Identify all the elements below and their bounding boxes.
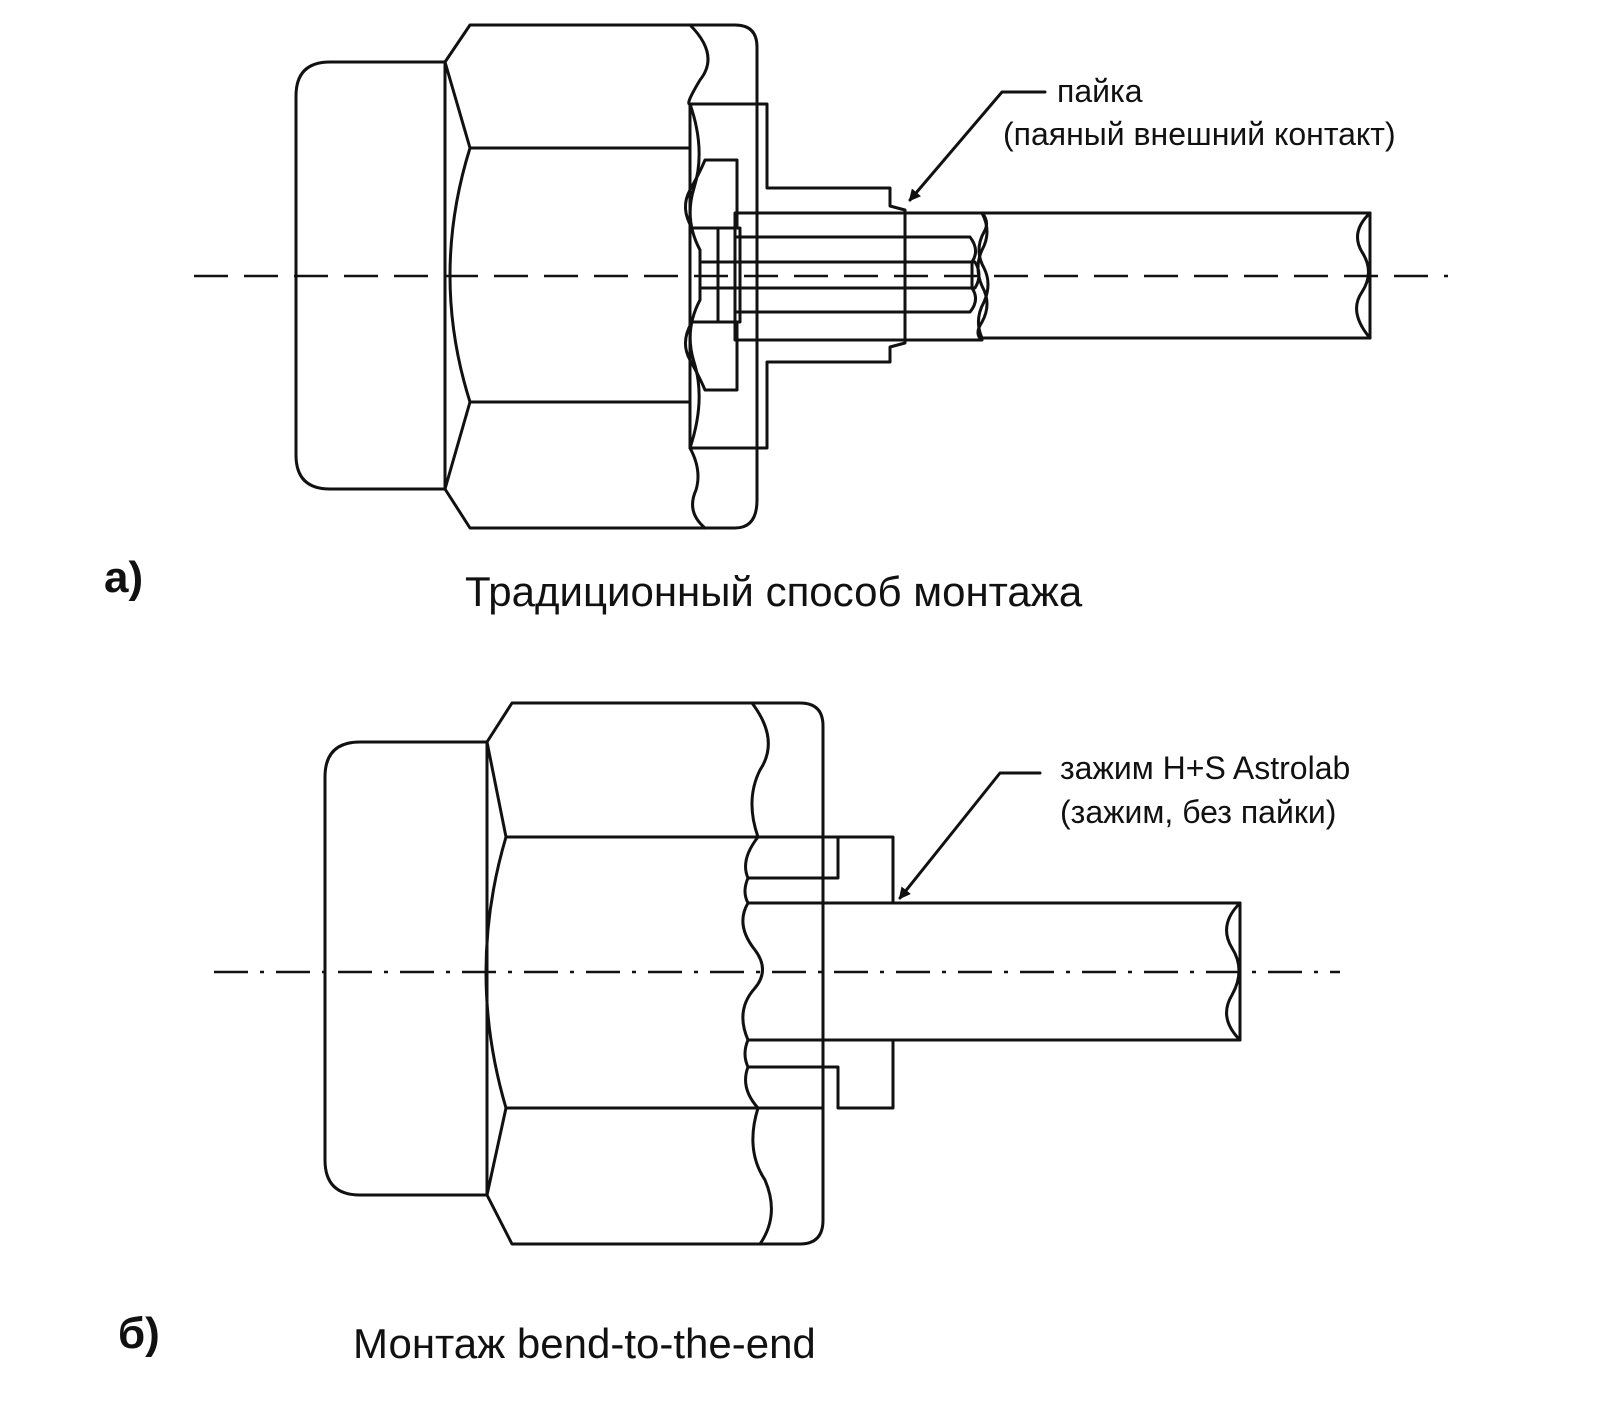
nut-a-hex-bottom-edge (443, 400, 472, 491)
ferrule-a-bottom (684, 320, 739, 392)
figure-b-bend-to-the-end-mounting: зажим H+S Astrolab (зажим, без пайки) б)… (118, 701, 1350, 1367)
ferrule-b-top (744, 835, 825, 880)
clamp-b-housing-lower (743, 1038, 895, 1110)
nut-a-hex-top-edge (443, 60, 472, 150)
figure-a-tag: а) (104, 553, 143, 602)
nut-b-hex-top-edge (485, 740, 508, 839)
nut-b-hex-bottom-edge (485, 1106, 508, 1197)
center-pin-a (698, 260, 981, 290)
nut-b-end-cap (323, 740, 489, 1197)
cable-a-break (1355, 211, 1372, 340)
nut-b-break-line (750, 701, 770, 839)
clamp-b-housing (743, 835, 895, 905)
figure-b-caption: Монтаж bend-to-the-end (353, 1320, 816, 1367)
figure-a-traditional-mounting: пайка (паяный внешний контакт) а) Традиц… (104, 23, 1448, 615)
figure-a-caption: Традиционный способ монтажа (465, 568, 1083, 615)
callout-b-line2: (зажим, без пайки) (1060, 794, 1336, 830)
callout-a-line1: пайка (1057, 73, 1143, 109)
callout-b-leader (898, 771, 1042, 900)
cable-a-outer (977, 211, 1372, 340)
ferrule-a-top (684, 158, 739, 230)
nut-b-break-line-lower (751, 1106, 773, 1246)
clamp-b-housing-top-collar (821, 835, 840, 880)
cable-a-inner-sleeve (733, 235, 977, 314)
cable-b-outer (741, 901, 1242, 1042)
nut-a-hex-body (443, 23, 759, 530)
callout-a-leader (908, 90, 1047, 202)
nut-b-hex-body (485, 701, 825, 1246)
figure-b-tag: б) (118, 1309, 160, 1358)
callout-b-line1: зажим H+S Astrolab (1060, 750, 1350, 786)
callout-a-line2: (паяный внешний контакт) (1003, 116, 1396, 152)
ferrule-b-bottom (744, 1065, 825, 1110)
cable-a-dielectric (733, 211, 989, 342)
